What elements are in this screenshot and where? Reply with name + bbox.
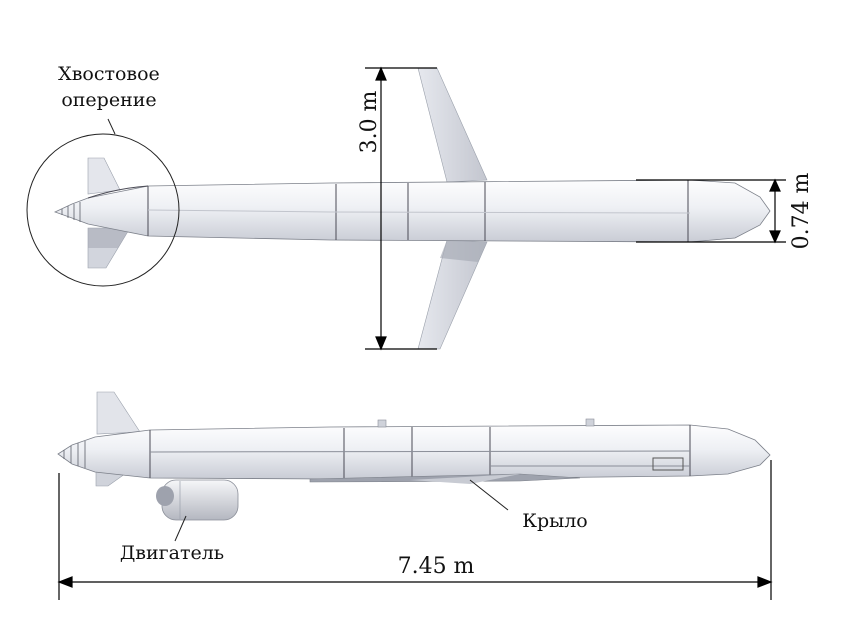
- engine-label: Двигатель: [120, 542, 224, 564]
- tail-label-line2: оперение: [61, 89, 156, 111]
- top-view-upper-wing: [417, 67, 488, 183]
- diameter-label: 0.74 m: [789, 172, 814, 249]
- side-view: Двигатель Крыло: [57, 391, 773, 600]
- top-view-lower-wing: [417, 239, 488, 350]
- top-view-body: [53, 179, 771, 243]
- diameter-dimension: [636, 178, 786, 244]
- side-view-wing: [309, 473, 581, 483]
- wingspan-dimension: [365, 66, 437, 351]
- top-view-upper-fin: [87, 157, 121, 195]
- tail-label-line1: Хвостовое: [58, 63, 160, 85]
- tail-callout-circle: [26, 133, 180, 287]
- length-label: 7.45 m: [398, 554, 475, 579]
- engine-pod: [156, 479, 239, 521]
- side-view-vertical-fin: [96, 391, 141, 435]
- wing-label: Крыло: [522, 510, 588, 532]
- tail-callout-leader: [107, 118, 116, 135]
- wing-leader: [469, 479, 509, 511]
- length-dimension: [57, 460, 773, 600]
- engine-leader: [174, 515, 187, 542]
- top-view: Хвостовое оперение 3.0 m 0.74 m: [26, 63, 814, 351]
- wingspan-label: 3.0 m: [357, 90, 382, 153]
